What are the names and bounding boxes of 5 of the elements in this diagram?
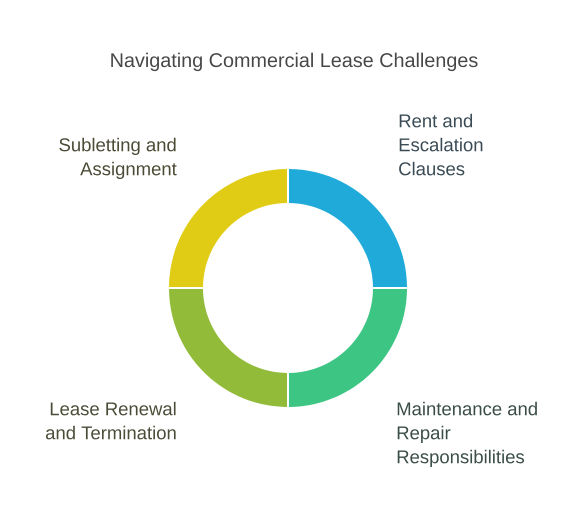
segment-label: Rent and Escalation Clauses: [399, 114, 482, 176]
segment-label: Subletting and Assignment: [59, 138, 177, 180]
segment-label: Maintenance and Repair Responsibilities: [398, 402, 537, 468]
title: Navigating Commercial Lease Challenges: [111, 52, 478, 72]
segment-label: Lease Renewal and Termination: [46, 402, 176, 440]
